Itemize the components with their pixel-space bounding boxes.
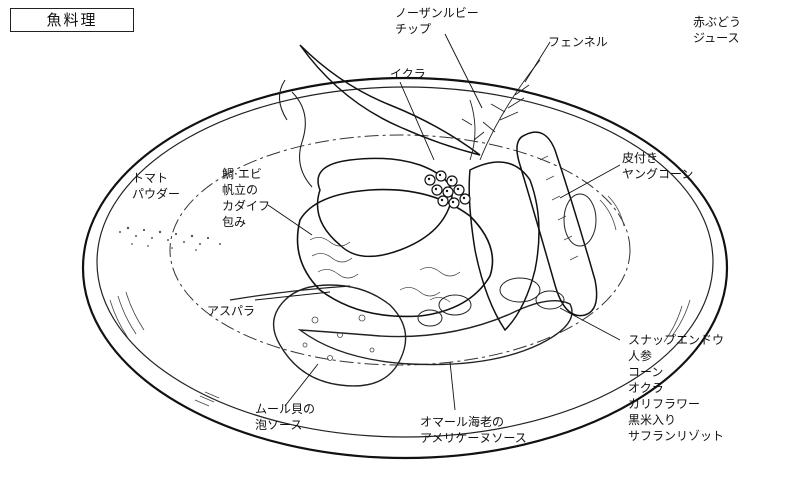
asparagus [229,285,351,301]
leader-lines [254,33,621,411]
label-fennel: フェンネル [548,35,608,49]
lobster-sauce-pool [297,299,573,366]
fish-slab [468,161,540,332]
plate-inner-rim [96,86,714,438]
mussel-foam [272,284,407,387]
label-tomato-powder: トマト パウダー [132,171,181,201]
vegetables [417,193,597,327]
chip-curl [299,44,481,156]
label-mussel-foam: ムール貝の 泡ソース [255,402,316,432]
label-young-corn: 皮付き ヤングコーン [622,151,694,181]
label-vegetables-risotto: スナップエンドウ 人参 コーン オクラ カリフラワー 黒米入り サフランリゾット [628,333,725,443]
label-asparagus: アスパラ [207,304,256,318]
label-northern-ruby-chip: ノーザンルビー チップ [395,6,479,36]
young-corn [516,131,598,317]
kadaif-parcel [296,188,494,318]
sauce-top [316,157,453,258]
label-red-grape-juice: 赤ぶどう ジュース [693,15,742,45]
plate-outer-rim [81,76,729,460]
ikura-cluster [424,170,471,209]
label-lobster-sauce: オマール海老の アメリケーヌソース [420,415,527,445]
label-ikura: イクラ [390,67,426,81]
plate-well [169,134,631,366]
label-kadaif-fish: 鯛·エビ 帆立の カダイフ 包み [222,167,271,229]
page-title: 魚料理 [10,8,134,32]
